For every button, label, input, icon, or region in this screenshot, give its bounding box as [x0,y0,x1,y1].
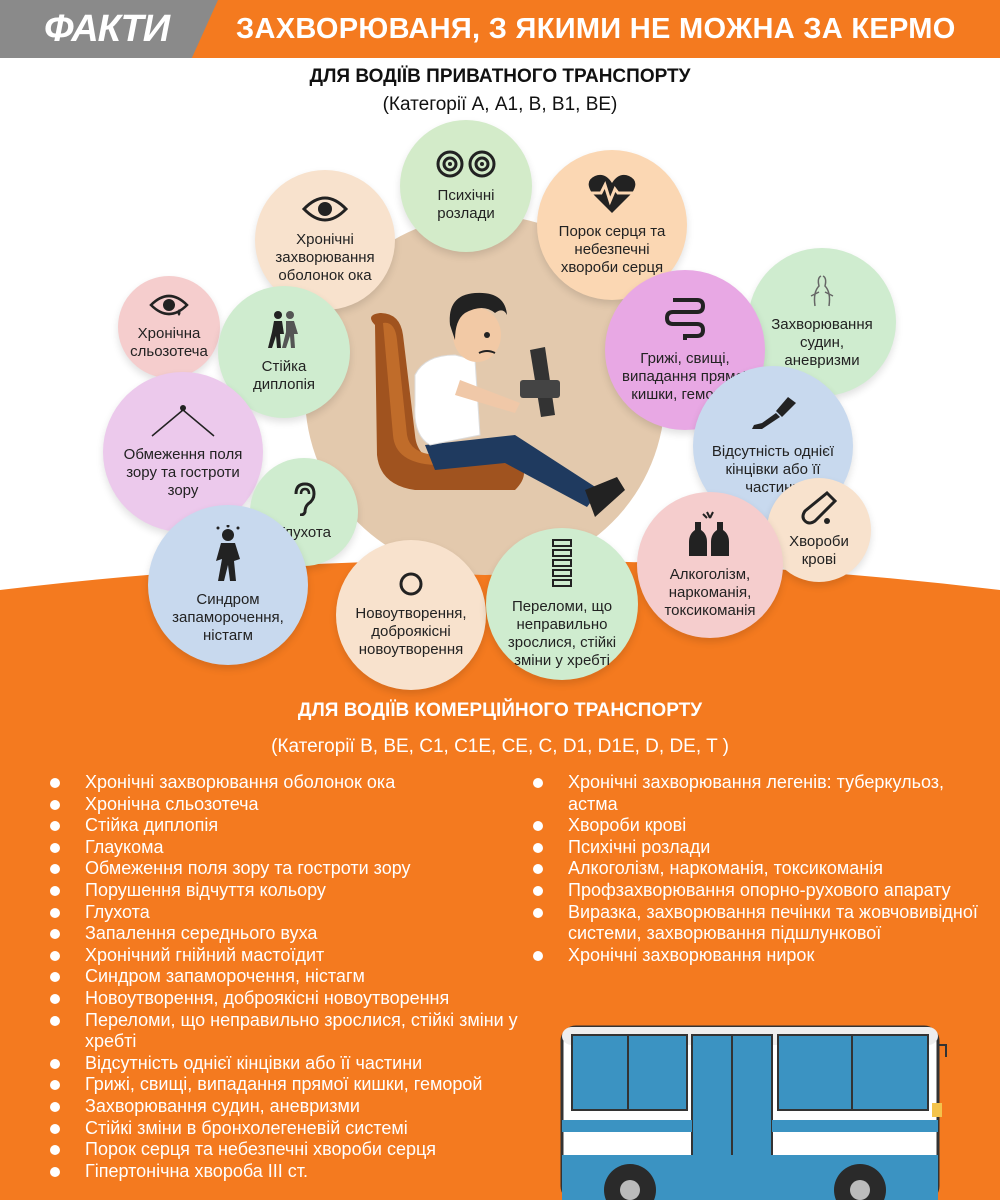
list-item: Порок серця та небезпечні хвороби серця [50,1139,540,1161]
eye-icon [302,196,348,222]
intestine-icon [665,298,705,340]
circle-blood-disease: Хвороби крові [767,478,871,582]
double-figure-icon [268,311,298,348]
circle-label: Відсутність однієї кінцівки або її части… [711,443,835,496]
list-item: Хронічні захворювання оболонок ока [50,772,540,794]
list-item: Обмеження поля зору та гостроти зору [50,858,540,880]
list-item: Захворювання судин, аневризми [50,1096,540,1118]
commercial-section-categories: (Категорії В, ВЕ, С1, С1Е, СЕ, С, D1, D1… [271,736,729,757]
commercial-left-list: Хронічні захворювання оболонок ока Хроні… [50,772,540,1182]
circle-label: Обмеження поля зору та гостроти зору [123,446,243,499]
ear-icon [294,482,316,516]
circle-mental-disorders: Психічні розлади [400,120,532,252]
tear-eye-icon [149,294,189,316]
list-item: Стійка диплопія [50,815,540,837]
list-item: Хвороби крові [533,815,983,837]
commercial-section-title: ДЛЯ ВОДІЇВ КОМЕРЦІЙНОГО ТРАНСПОРТУ [297,700,703,721]
circle-label: Новоутворення, доброякісні новоутворення [355,605,467,658]
list-item: Психічні розлади [533,837,983,859]
bottles-icon [689,511,729,556]
list-item: Відсутність однієї кінцівки або її части… [50,1053,540,1075]
list-item: Хронічні захворювання нирок [533,945,983,967]
dizzy-person-icon [216,525,240,581]
list-item: Профзахворювання опорно-рухового апарату [533,880,983,902]
vessels-icon [810,275,834,307]
private-section-categories: (Категорії А, А1, В, В1, ВЕ) [382,94,618,115]
circle-neoplasms: Новоутворення, доброякісні новоутворення [336,540,486,690]
list-item: Хронічний гнійний мастоїдит [50,945,540,967]
circle-label: Хронічні захворювання оболонок ока [275,231,375,284]
circle-label: Порок серця та небезпечні хвороби серця [558,223,666,276]
circle-label: Психічні розлади [437,187,495,222]
list-item: Виразка, захворювання печінки та жовчови… [533,902,983,945]
circle-tearing: Хронічна сльозотеча [118,276,220,378]
circle-spine: Переломи, що неправильно зрослися, стійк… [486,528,638,680]
commercial-right-list: Хронічні захворювання легенів: туберкуль… [533,772,983,966]
circle-label: Стійка диплопія [252,358,316,393]
list-item: Алкоголізм, наркоманія, токсикоманія [533,858,983,880]
spine-icon [552,539,572,587]
list-item: Хронічна сльозотеча [50,794,540,816]
prosthetic-leg-icon [752,397,796,429]
circle-eye-membrane: Хронічні захворювання оболонок ока [255,170,395,310]
list-item: Переломи, що неправильно зрослися, стійк… [50,1010,540,1053]
list-item: Стійкі зміни в бронхолегеневій системі [50,1118,540,1140]
header-bar: ФАКТИ ЗАХВОРЮВАНЯ, З ЯКИМИ НЕ МОЖНА ЗА К… [0,0,1000,58]
list-item: Глаукома [50,837,540,859]
private-section-title: ДЛЯ ВОДІЇВ ПРИВАТНОГО ТРАНСПОРТУ [309,66,691,87]
logo: ФАКТИ [0,0,218,58]
circle-label: Алкоголізм, наркоманія, токсикоманія [664,566,756,619]
list-item: Гіпертонічна хвороба ІІІ ст. [50,1161,540,1183]
field-of-view-icon [151,405,215,437]
circle-label: Хронічна сльозотеча [130,325,208,360]
circle-label: Хвороби крові [789,533,849,568]
list-item: Глухота [50,902,540,924]
circle-alcoholism: Алкоголізм, наркоманія, токсикоманія [637,492,783,638]
circle-diplopia: Стійка диплопія [218,286,350,418]
bus-illustration [560,1025,947,1200]
eyes-icon [436,150,496,178]
heart-pulse-icon [588,174,636,213]
test-tube-icon [801,491,837,525]
list-item: Новоутворення, доброякісні новоутворення [50,988,540,1010]
circle-label: Переломи, що неправильно зрослися, стійк… [507,598,617,669]
list-item: Грижі, свищі, випадання прямої кишки, ге… [50,1074,540,1096]
list-item: Запалення середнього вуха [50,923,540,945]
logo-text: ФАКТИ [44,8,170,50]
page-title: ЗАХВОРЮВАНЯ, З ЯКИМИ НЕ МОЖНА ЗА КЕРМО [236,13,956,45]
list-item: Порушення відчуття кольору [50,880,540,902]
circle-icon [399,572,423,596]
circle-label: Захворювання судин, аневризми [771,316,873,369]
list-item: Хронічні захворювання легенів: туберкуль… [533,772,983,815]
list-item: Синдром запаморочення, ністагм [50,966,540,988]
circle-dizziness: Синдром запаморочення, ністагм [148,505,308,665]
driver-illustration [371,292,625,517]
circle-label: Синдром запаморочення, ністагм [172,591,284,644]
